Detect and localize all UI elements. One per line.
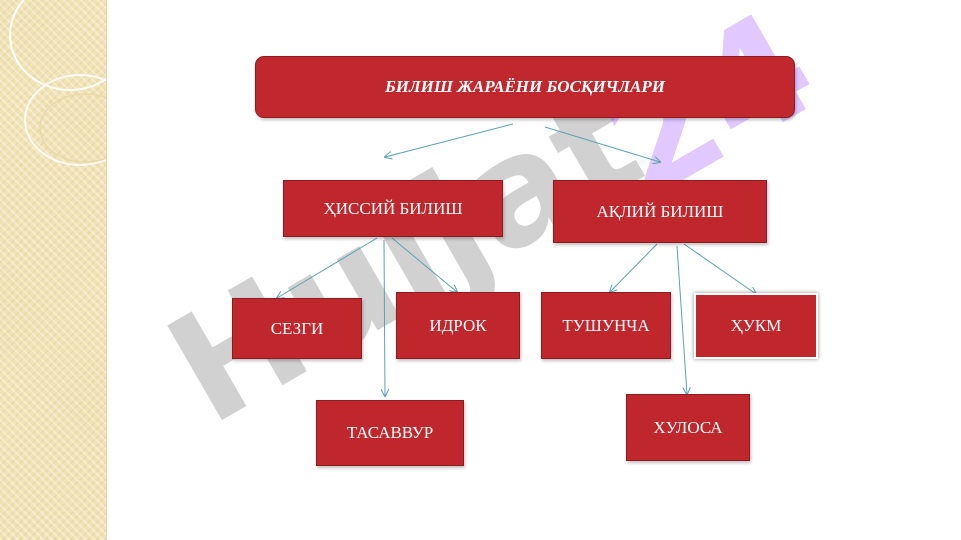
diagram-title-text: БИЛИШ ЖАРАЁНИ БОСҚИЧЛАРИ — [384, 77, 665, 96]
node-sensory-cognition: ҲИССИЙ БИЛИШ — [283, 180, 503, 237]
node-concept-label: ТУШУНЧА — [562, 315, 650, 335]
decorative-side-strip — [0, 0, 107, 540]
node-judgment-label: ҲУКМ — [730, 316, 782, 335]
arrow-rational-conclusion — [676, 245, 687, 394]
node-conclusion: ХУЛОСА — [626, 394, 750, 461]
arrow-sensory-perception — [391, 237, 457, 292]
arrow-title-sensory — [385, 123, 514, 157]
node-representation: ТАСАВВУР — [316, 400, 464, 466]
node-judgment: ҲУКМ — [694, 293, 818, 359]
node-conclusion-label: ХУЛОСА — [653, 417, 723, 437]
node-sensory-cognition-label: ҲИССИЙ БИЛИШ — [323, 198, 463, 218]
node-sensation-label: СЕЗГИ — [270, 318, 324, 338]
diagram-title: БИЛИШ ЖАРАЁНИ БОСҚИЧЛАРИ — [255, 56, 795, 118]
node-concept: ТУШУНЧА — [541, 292, 671, 359]
node-perception-label: ИДРОК — [429, 315, 487, 335]
node-representation-label: ТАСАВВУР — [346, 423, 434, 442]
node-sensation: СЕЗГИ — [232, 298, 362, 359]
node-rational-cognition: АҚЛИЙ БИЛИШ — [553, 180, 767, 243]
arrow-rational-judgment — [683, 243, 756, 294]
node-rational-cognition-label: АҚЛИЙ БИЛИШ — [596, 201, 724, 221]
arrow-title-rational — [544, 126, 660, 162]
arrow-rational-concept — [610, 243, 658, 292]
arrow-sensory-sensation — [277, 237, 378, 298]
arrow-sensory-representation — [384, 239, 385, 396]
decorative-swirl-icon — [9, 0, 106, 166]
node-perception: ИДРОК — [396, 292, 520, 359]
